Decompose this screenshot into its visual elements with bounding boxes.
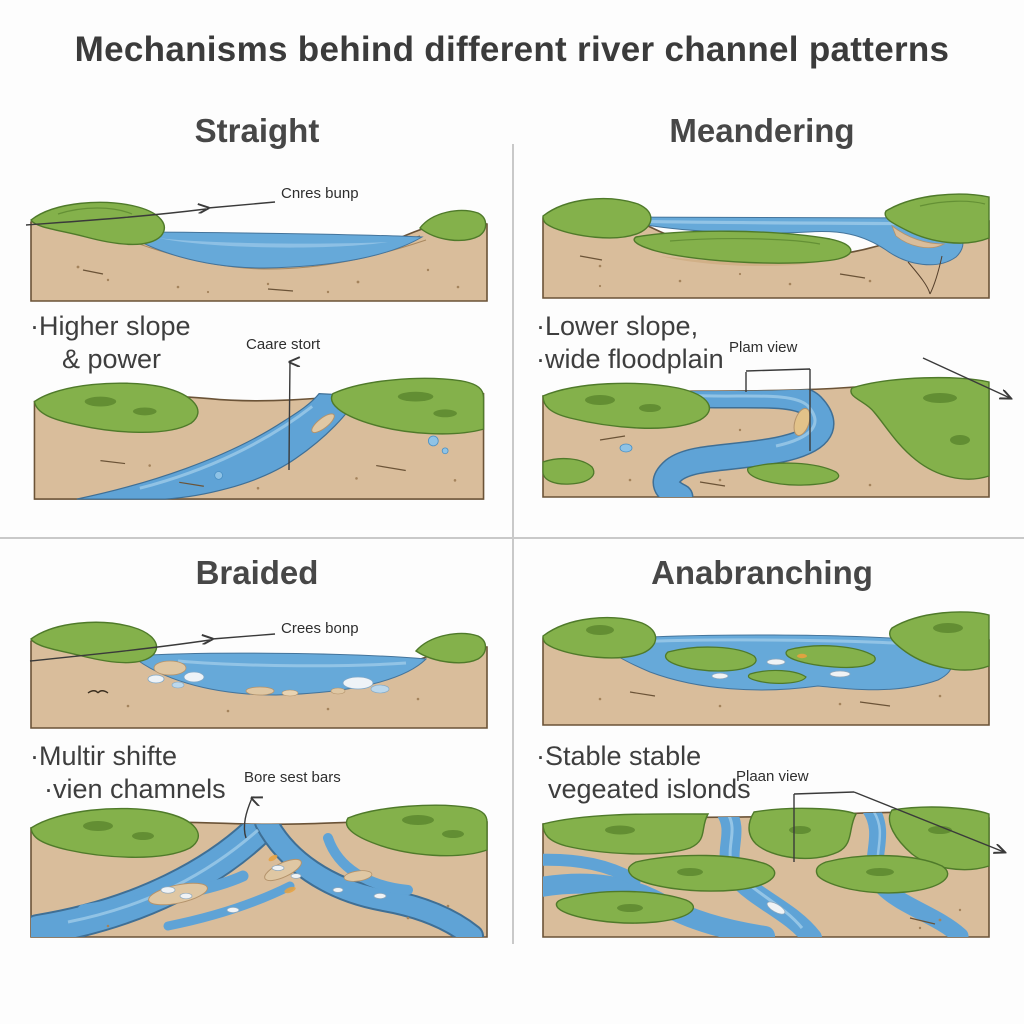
quadrant-heading-braided: Braided — [195, 554, 319, 591]
quadrant-heading-anabranching: Anabranching — [651, 554, 873, 591]
meandering-cross-section-illustration — [540, 186, 992, 301]
cross-section-callout-label: Cnres bunp — [281, 185, 359, 202]
plan-view-callout-label: Bore sest bars — [244, 769, 341, 786]
meandering-plan-view-illustration — [540, 370, 992, 500]
page-title: Mechanisms behind different river channe… — [74, 30, 950, 69]
bullet-line: ·Stable stable — [536, 741, 702, 771]
callout-arrow-icon — [288, 354, 302, 471]
plan-view-callout-label: Caare stort — [246, 336, 321, 353]
plan-view-callout-label: Plam view — [729, 339, 798, 356]
bullet-line: ·Lower slope, — [536, 311, 699, 341]
callout-bracket-icon — [793, 791, 1020, 862]
callout-arrow-icon — [25, 201, 276, 226]
horizontal-divider — [0, 537, 1024, 539]
anabranching-cross-section-illustration — [540, 604, 992, 728]
anabranching-plan-view-illustration — [540, 800, 992, 940]
vertical-divider — [512, 144, 514, 944]
quadrant-heading-straight: Straight — [194, 112, 320, 149]
bullet-line: vegeated islonds — [548, 774, 751, 804]
straight-cross-section-illustration — [28, 192, 490, 304]
bullet-line: ·vien chamnels — [44, 774, 226, 804]
bullet-line: ·wide floodplain — [536, 344, 724, 374]
cross-section-callout-label: Crees bonp — [281, 620, 359, 637]
braided-plan-view-illustration — [28, 798, 490, 940]
straight-plan-view-illustration — [28, 372, 490, 502]
bullet-line: ·Multir shifte — [30, 741, 178, 771]
callout-arrow-icon — [29, 633, 276, 662]
quadrant-heading-meandering: Meandering — [669, 112, 855, 149]
callout-bracket-icon — [745, 357, 1024, 451]
plan-view-callout-label: Plaan view — [736, 768, 809, 785]
bullet-line: & power — [62, 344, 162, 374]
bullet-line: ·Higher slope — [30, 311, 191, 341]
callout-arrow-icon — [243, 790, 270, 839]
braided-cross-section-illustration — [28, 610, 490, 732]
